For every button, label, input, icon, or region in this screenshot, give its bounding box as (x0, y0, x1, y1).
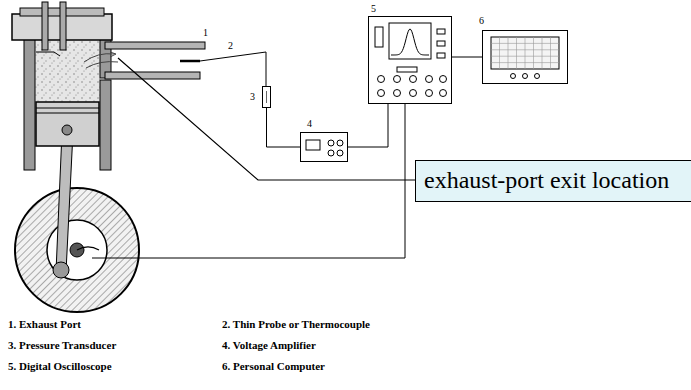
legend-item: 5. Digital Oscilloscope (8, 360, 112, 373)
digital-oscilloscope-detail-part (426, 76, 433, 83)
callout-number: 3 (250, 91, 257, 103)
digital-oscilloscope-detail-part (410, 90, 417, 97)
digital-oscilloscope-detail (369, 17, 451, 103)
pressure-transducer-detail (263, 87, 270, 107)
personal-computer: 6 (482, 30, 568, 84)
personal-computer-detail-part (508, 37, 509, 69)
personal-computer-detail-part (523, 74, 528, 79)
personal-computer-detail-part (511, 74, 516, 79)
probe-wire (180, 52, 266, 86)
legend-item: 4. Voltage Amplifier (222, 339, 316, 352)
exhaust-port-part (110, 52, 116, 57)
digital-oscilloscope-detail-part (437, 41, 445, 46)
digital-oscilloscope-detail-part (389, 23, 431, 59)
exhaust-port (84, 42, 205, 79)
legend-item: 6. Personal Computer (222, 360, 325, 373)
voltage-amplifier-detail-part (328, 150, 334, 156)
legend-item: 1. Exhaust Port (8, 318, 81, 331)
personal-computer-detail-part (516, 37, 517, 69)
callout-number: 5 (371, 3, 453, 15)
signal-wire (348, 104, 388, 147)
piston (36, 102, 99, 146)
piston-part (62, 125, 72, 135)
cylinder-head-part (60, 2, 66, 50)
personal-computer-detail-part (525, 37, 526, 69)
voltage-amplifier-detail-part (306, 140, 320, 150)
digital-oscilloscope-detail-part (394, 90, 401, 97)
voltage-amplifier-detail-part (328, 140, 334, 146)
digital-oscilloscope: 5 (368, 16, 452, 104)
exhaust-port-part (105, 42, 205, 49)
cylinder-head-part (42, 2, 48, 50)
digital-oscilloscope-detail-part (440, 76, 447, 83)
callout-text: exhaust-port exit location (416, 161, 691, 199)
digital-oscilloscope-detail-part (397, 67, 417, 72)
digital-oscilloscope-detail-part (410, 76, 417, 83)
digital-oscilloscope-detail-part (437, 29, 445, 34)
pressure-transducer: 3 (262, 86, 271, 108)
personal-computer-detail-part (491, 56, 559, 57)
legend-item: 3. Pressure Transducer (8, 339, 116, 352)
piston-part (36, 108, 99, 109)
digital-oscilloscope-detail-part (375, 27, 383, 47)
signal-wire (452, 57, 482, 58)
crankcase-part (77, 247, 99, 250)
legend-item: 2. Thin Probe or Thermocouple (222, 318, 370, 331)
callout-number: 2 (228, 40, 233, 52)
digital-oscilloscope-detail-part (394, 76, 401, 83)
connecting-rod (53, 132, 73, 278)
signal-wire (267, 108, 301, 147)
digital-oscilloscope-detail-part (426, 90, 433, 97)
personal-computer-detail-part (542, 37, 543, 69)
cylinder-part (24, 38, 35, 170)
callout-number: 4 (307, 118, 353, 130)
personal-computer-detail-part (491, 43, 559, 44)
voltage-amplifier-detail-part (337, 150, 343, 156)
exhaust-port-part (84, 54, 114, 62)
probe-wire-part (200, 52, 266, 86)
piston-part (36, 113, 99, 114)
personal-computer-detail-part (491, 37, 559, 69)
callout-number: 6 (479, 15, 563, 27)
personal-computer-detail-part (491, 49, 559, 50)
crankcase-part (15, 188, 139, 312)
personal-computer-detail (483, 31, 567, 83)
exhaust-port-part (105, 72, 200, 79)
pressure-transducer-detail-part (266, 91, 267, 103)
digital-oscilloscope-detail-part (378, 90, 385, 97)
connecting-rod-part (53, 262, 69, 278)
digital-oscilloscope-detail-part (437, 53, 445, 58)
personal-computer-detail-part (499, 37, 500, 69)
cylinder-head (12, 2, 112, 56)
connecting-rod-part (56, 132, 73, 272)
voltage-amplifier-detail (301, 133, 347, 161)
probe-wire-part (180, 60, 200, 63)
personal-computer-detail-part (550, 37, 551, 69)
callout-number: 1 (203, 27, 208, 39)
exhaust-port-part (86, 62, 118, 68)
crank-trigger-wire (92, 104, 405, 258)
crankcase-part (47, 220, 107, 280)
callout-box: exhaust-port exit location (415, 160, 691, 202)
digital-oscilloscope-detail-part (378, 76, 385, 83)
crank-trigger-wire-part (92, 104, 405, 258)
cylinder-head-part (36, 52, 60, 56)
digital-oscilloscope-detail-part (440, 90, 447, 97)
personal-computer-detail-part (533, 37, 534, 69)
piston-part (36, 102, 99, 146)
cylinder-part (100, 80, 111, 170)
crankcase (15, 188, 139, 312)
voltage-amplifier-detail-part (337, 140, 343, 146)
digital-oscilloscope-detail-part (391, 29, 429, 55)
personal-computer-detail-part (535, 74, 540, 79)
voltage-amplifier: 4 (300, 132, 348, 162)
personal-computer-detail-part (491, 62, 559, 63)
